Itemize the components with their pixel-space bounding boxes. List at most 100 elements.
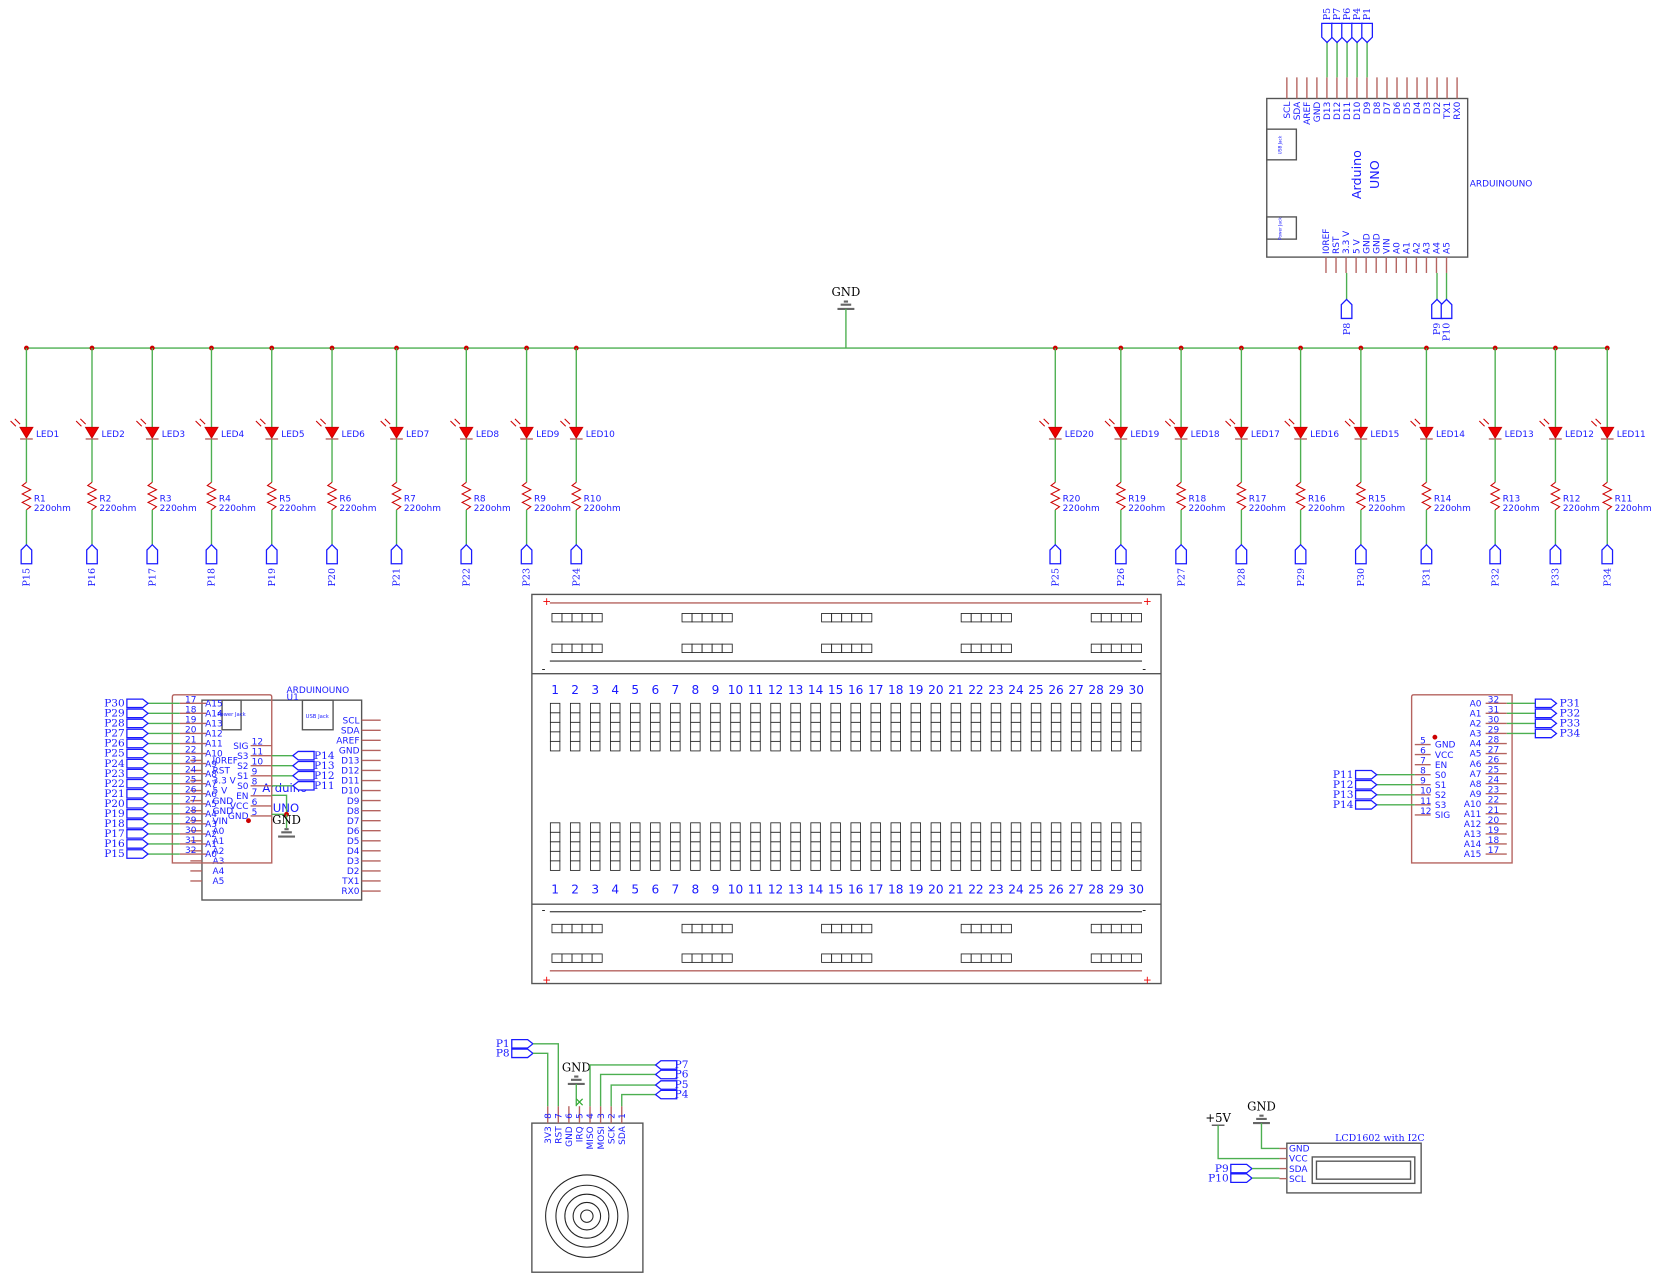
pin-number: 21 [1488, 806, 1499, 816]
column-number: 5 [631, 683, 639, 697]
hole [1030, 831, 1042, 843]
resistor-icon [326, 481, 338, 511]
minus-sign: - [1142, 664, 1146, 676]
pin-label: A5 [1470, 750, 1482, 760]
port-icon [1601, 543, 1614, 565]
pin-label: A2 [1470, 720, 1482, 730]
no-connect-icon [575, 1098, 584, 1106]
hole [990, 712, 1002, 723]
rail-hole [831, 613, 843, 623]
port-label: P8 [496, 1048, 510, 1060]
led-light-icon [315, 418, 327, 427]
hole [1030, 822, 1042, 833]
lcd-screen-inner [1315, 1160, 1412, 1180]
column-number: 5 [631, 883, 639, 897]
arduino-subtitle: UNO [1367, 160, 1382, 189]
hole [590, 841, 601, 852]
hole [730, 721, 741, 733]
antenna-icon [580, 1209, 594, 1223]
hole [790, 721, 801, 733]
pin-label: D6 [1393, 101, 1403, 114]
pin-label: S3 [237, 752, 248, 762]
hole [910, 831, 921, 843]
hole [830, 822, 841, 833]
port-label: P18 [207, 568, 218, 586]
rail-hole [861, 643, 873, 653]
pin-label: A9 [205, 760, 217, 770]
port-label: P10 [1442, 323, 1453, 341]
resistor-icon [146, 481, 158, 511]
hole [1131, 702, 1142, 714]
column-number: 10 [728, 683, 743, 697]
rail-hole [1000, 643, 1012, 653]
column-number: 4 [611, 683, 619, 697]
pin-label: D12 [341, 767, 359, 777]
hole [990, 850, 1002, 862]
rail-hole [701, 923, 713, 934]
led-light-icon [380, 418, 391, 427]
column-number: 4 [611, 883, 619, 897]
column-number: 30 [1128, 683, 1143, 697]
pin-label: D2 [347, 867, 360, 877]
pin-label: RST [213, 767, 231, 777]
hole [670, 860, 681, 871]
column-number: 8 [692, 683, 700, 697]
rail-hole [701, 613, 713, 623]
hole [770, 860, 781, 871]
resistor-value: 220ohm [534, 504, 571, 514]
pin-number: 6 [1420, 747, 1426, 757]
hole [670, 841, 681, 852]
hole [1131, 850, 1142, 862]
junction-dot [246, 818, 251, 824]
arduino-name: ARDUINOUNO [1470, 179, 1533, 189]
pin-label: A8 [205, 770, 217, 780]
led-light-icon [1104, 418, 1115, 427]
resistor-value: 220ohm [339, 504, 376, 514]
hole [910, 822, 921, 833]
hole [930, 712, 942, 723]
hole [910, 860, 921, 871]
rail-hole [571, 613, 583, 623]
pin-label: TX1 [1443, 102, 1453, 120]
hole [830, 712, 841, 723]
pin-label: EN [1435, 761, 1447, 771]
rail-hole [571, 643, 583, 653]
pin-label: A5 [1443, 242, 1453, 254]
hole [590, 702, 601, 714]
hole [569, 721, 581, 733]
rail-hole [841, 923, 853, 934]
hole [730, 740, 741, 752]
wire [532, 1052, 549, 1107]
pin-label: A12 [1464, 820, 1482, 830]
resistor-value: 220ohm [1189, 504, 1226, 514]
pin-number: 9 [252, 768, 258, 778]
hole [950, 860, 962, 871]
pin-number: 3 [597, 1113, 607, 1119]
pin-label: VIN [1382, 238, 1392, 253]
hole [930, 831, 942, 843]
hole [950, 731, 962, 742]
pin-label: RX0 [341, 887, 359, 897]
resistor-label: R15 [1368, 494, 1386, 504]
port-icon [1294, 543, 1307, 565]
column-number: 21 [948, 683, 963, 697]
hole [610, 831, 621, 843]
hole [910, 740, 921, 752]
pin-number: 30 [1488, 715, 1500, 725]
hole [1050, 731, 1062, 742]
hole [890, 831, 901, 843]
pin-number: 19 [1488, 826, 1500, 836]
port-icon [1230, 1173, 1253, 1183]
hole [1090, 702, 1102, 714]
rfid-module [531, 1122, 644, 1273]
resistor-value: 220ohm [1563, 504, 1600, 514]
rail-hole [1090, 613, 1102, 623]
pin-label: SCL [343, 716, 360, 726]
pin-label: A5 [205, 800, 217, 810]
pin-number: 20 [1488, 816, 1500, 826]
led-icon [144, 426, 160, 439]
hole [730, 822, 741, 833]
port-label: P27 [1176, 568, 1187, 586]
pin-number: 22 [185, 745, 196, 755]
